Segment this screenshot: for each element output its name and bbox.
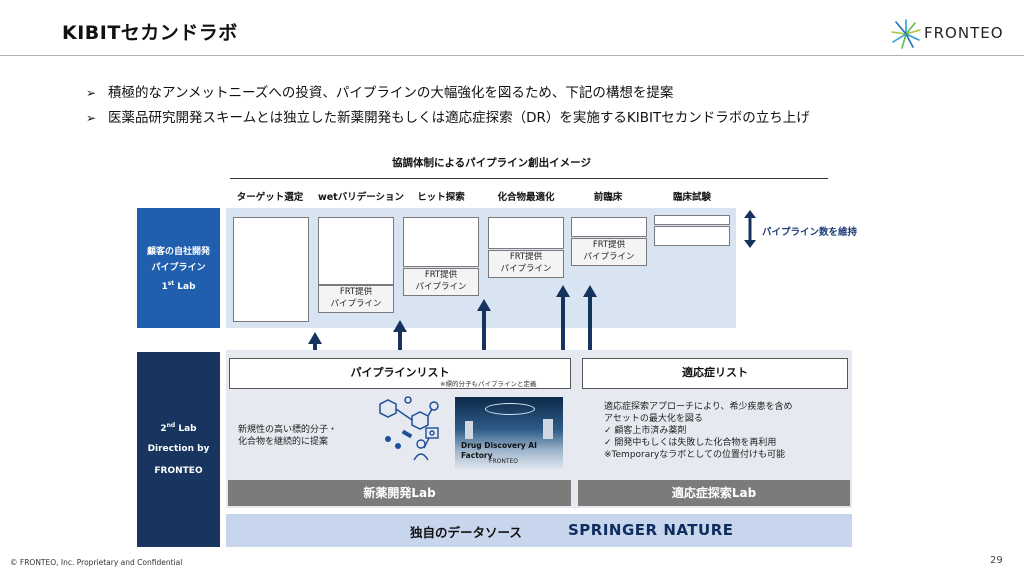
factory-logo-text: FRONTEO (489, 458, 519, 465)
copyright-footer: © FRONTEO, Inc. Proprietary and Confiden… (10, 558, 183, 567)
stage-label-target: ターゲット選定 (236, 192, 304, 203)
frt-box-preclinical: FRT提供パイプライン (571, 238, 647, 266)
title-divider (0, 55, 1024, 56)
starburst-icon (891, 19, 921, 49)
stage-label-wet: wetバリデーション (317, 192, 405, 203)
indication-line-1: 適応症探索アプローチにより、希少疾患を含め (604, 402, 793, 412)
first-lab-line2: パイプライン (151, 263, 206, 273)
bullet-1: ➢ 積極的なアンメットニーズへの投資、パイプラインの大幅強化を図るため、下記の構想… (86, 81, 673, 101)
stage-box-optimization (488, 217, 564, 249)
up-arrow-icon (583, 285, 597, 370)
double-arrow-icon (744, 210, 756, 248)
data-source-label: 独自のデータソース (410, 525, 522, 540)
arrow-bullet-icon: ➢ (86, 111, 97, 125)
fronteo-logo: FRONTEO (890, 16, 1020, 52)
indication-line-5: ※Temporaryなラボとしての位置付けも可能 (604, 450, 786, 460)
up-arrow-icon (556, 285, 570, 370)
diagram-title: 協調体制によるパイプライン創出イメージ (392, 157, 591, 169)
first-lab-block: 顧客の自社開発 パイプライン 1st Lab (137, 208, 220, 328)
indication-list-body: 適応症探索アプローチにより、希少疾患を含め アセットの最大化を図る ✓ 顧客上市… (604, 401, 792, 461)
bullet-2-text: 医薬品研究開発スキームとは独立した新薬開発もしくは適応症探索（DR）を実施するK… (108, 110, 810, 126)
indication-line-2: アセットの最大化を図る (604, 414, 703, 424)
stage-label-preclinical: 前臨床 (593, 192, 623, 203)
pipeline-desc-line2: 化合物を継続的に提案 (238, 437, 329, 447)
first-lab-line3: 1st Lab (161, 280, 196, 292)
researcher-icon (413, 427, 439, 461)
bullet-2: ➢ 医薬品研究開発スキームとは独立した新薬開発もしくは適応症探索（DR）を実施する… (86, 106, 810, 126)
indication-line-3: ✓ 顧客上市済み薬剤 (604, 426, 687, 436)
stage-box-preclinical (571, 217, 647, 237)
second-lab-line1: 2nd Lab (160, 422, 197, 434)
second-lab-line2: Direction by (147, 444, 210, 454)
frt-box-optimization: FRT提供パイプライン (488, 250, 564, 278)
stage-box-hit (403, 217, 479, 267)
pipeline-desc-line1: 新規性の高い標的分子・ (238, 425, 338, 435)
indication-list-header: 適応症リスト (582, 358, 848, 389)
maintain-note: パイプライン数を維持 (762, 227, 858, 238)
page-number: 29 (990, 555, 1003, 566)
stage-label-hit: ヒット探索 (417, 192, 465, 203)
drug-discovery-factory-image: Drug Discovery AI Factory FRONTEO (455, 397, 563, 469)
second-lab-line3: FRONTEO (154, 466, 203, 476)
molecule-icon (379, 396, 439, 449)
first-lab-line1: 顧客の自社開発 (146, 247, 210, 257)
frt-box-hit: FRT提供パイプライン (403, 268, 479, 296)
stage-label-optimization: 化合物最適化 (497, 192, 555, 203)
data-source-bar: 独自のデータソース SPRINGER NATURE (226, 514, 852, 547)
bullet-1-text: 積極的なアンメットニーズへの投資、パイプラインの大幅強化を図るため、下記の構想を… (108, 85, 674, 101)
stage-box-wet (318, 217, 394, 285)
page-title: KIBITセカンドラボ (62, 22, 238, 44)
indication-line-4: ✓ 開発中もしくは失敗した化合物を再利用 (604, 438, 777, 448)
pipeline-list-header: パイプラインリスト (229, 358, 571, 389)
diagram-title-rule (230, 178, 828, 179)
stage-box-clinical-2 (654, 226, 730, 246)
stage-label-clinical: 臨床試験 (672, 192, 711, 203)
second-lab-block: 2nd Lab Direction by FRONTEO (137, 352, 220, 547)
frt-box-wet: FRT提供パイプライン (318, 285, 394, 313)
factory-caption: Drug Discovery AI Factory (461, 441, 537, 460)
stage-box-target (233, 217, 309, 322)
stage-box-clinical-1 (654, 215, 730, 225)
pipeline-list-note: ※標的分子もパイプラインと定義 (440, 380, 537, 388)
up-arrow-icon (477, 299, 491, 370)
springer-nature-logo: SPRINGER NATURE (568, 521, 734, 539)
logo-text: FRONTEO (924, 24, 1004, 42)
arrow-bullet-icon: ➢ (86, 86, 97, 100)
new-drug-lab-bar: 新薬開発Lab (228, 480, 571, 506)
indication-lab-bar: 適応症探索Lab (578, 480, 850, 506)
